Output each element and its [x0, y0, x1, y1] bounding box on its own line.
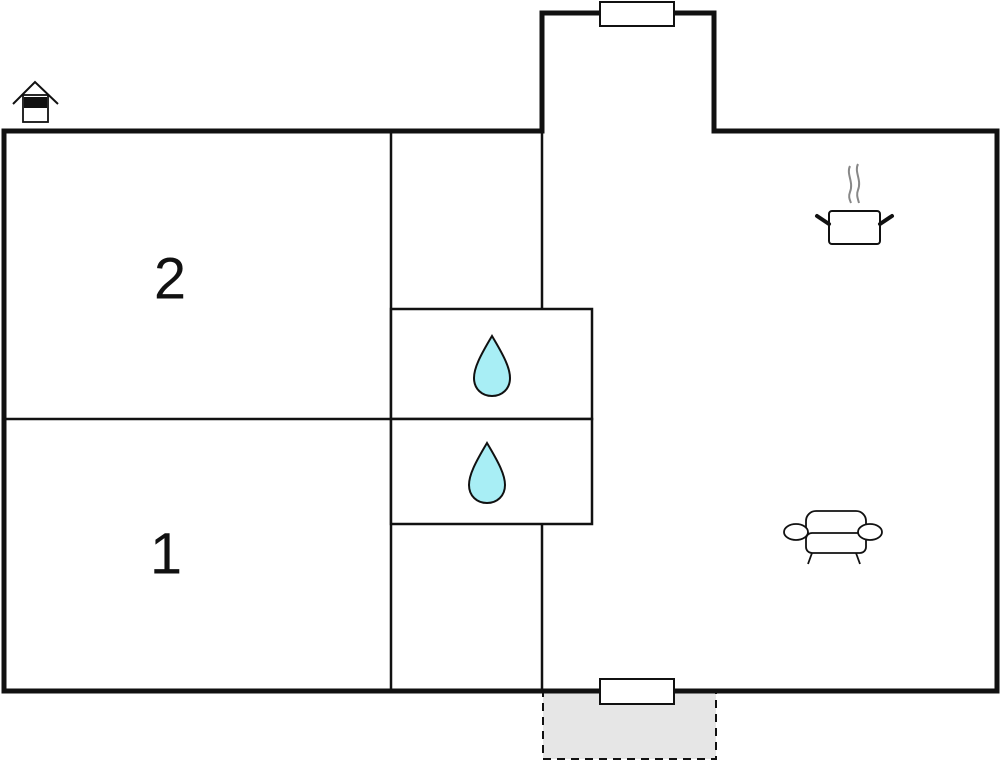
- room-label-2: 2: [154, 246, 186, 311]
- sofa-icon: [783, 510, 883, 565]
- water-drop-icon: [467, 441, 507, 505]
- cooking-pot-icon: [815, 163, 894, 245]
- water-drop-icon: [472, 334, 512, 398]
- room-label-1: 1: [150, 521, 182, 586]
- house-icon: [12, 80, 59, 123]
- window-top: [599, 1, 675, 27]
- window-bottom: [599, 678, 675, 705]
